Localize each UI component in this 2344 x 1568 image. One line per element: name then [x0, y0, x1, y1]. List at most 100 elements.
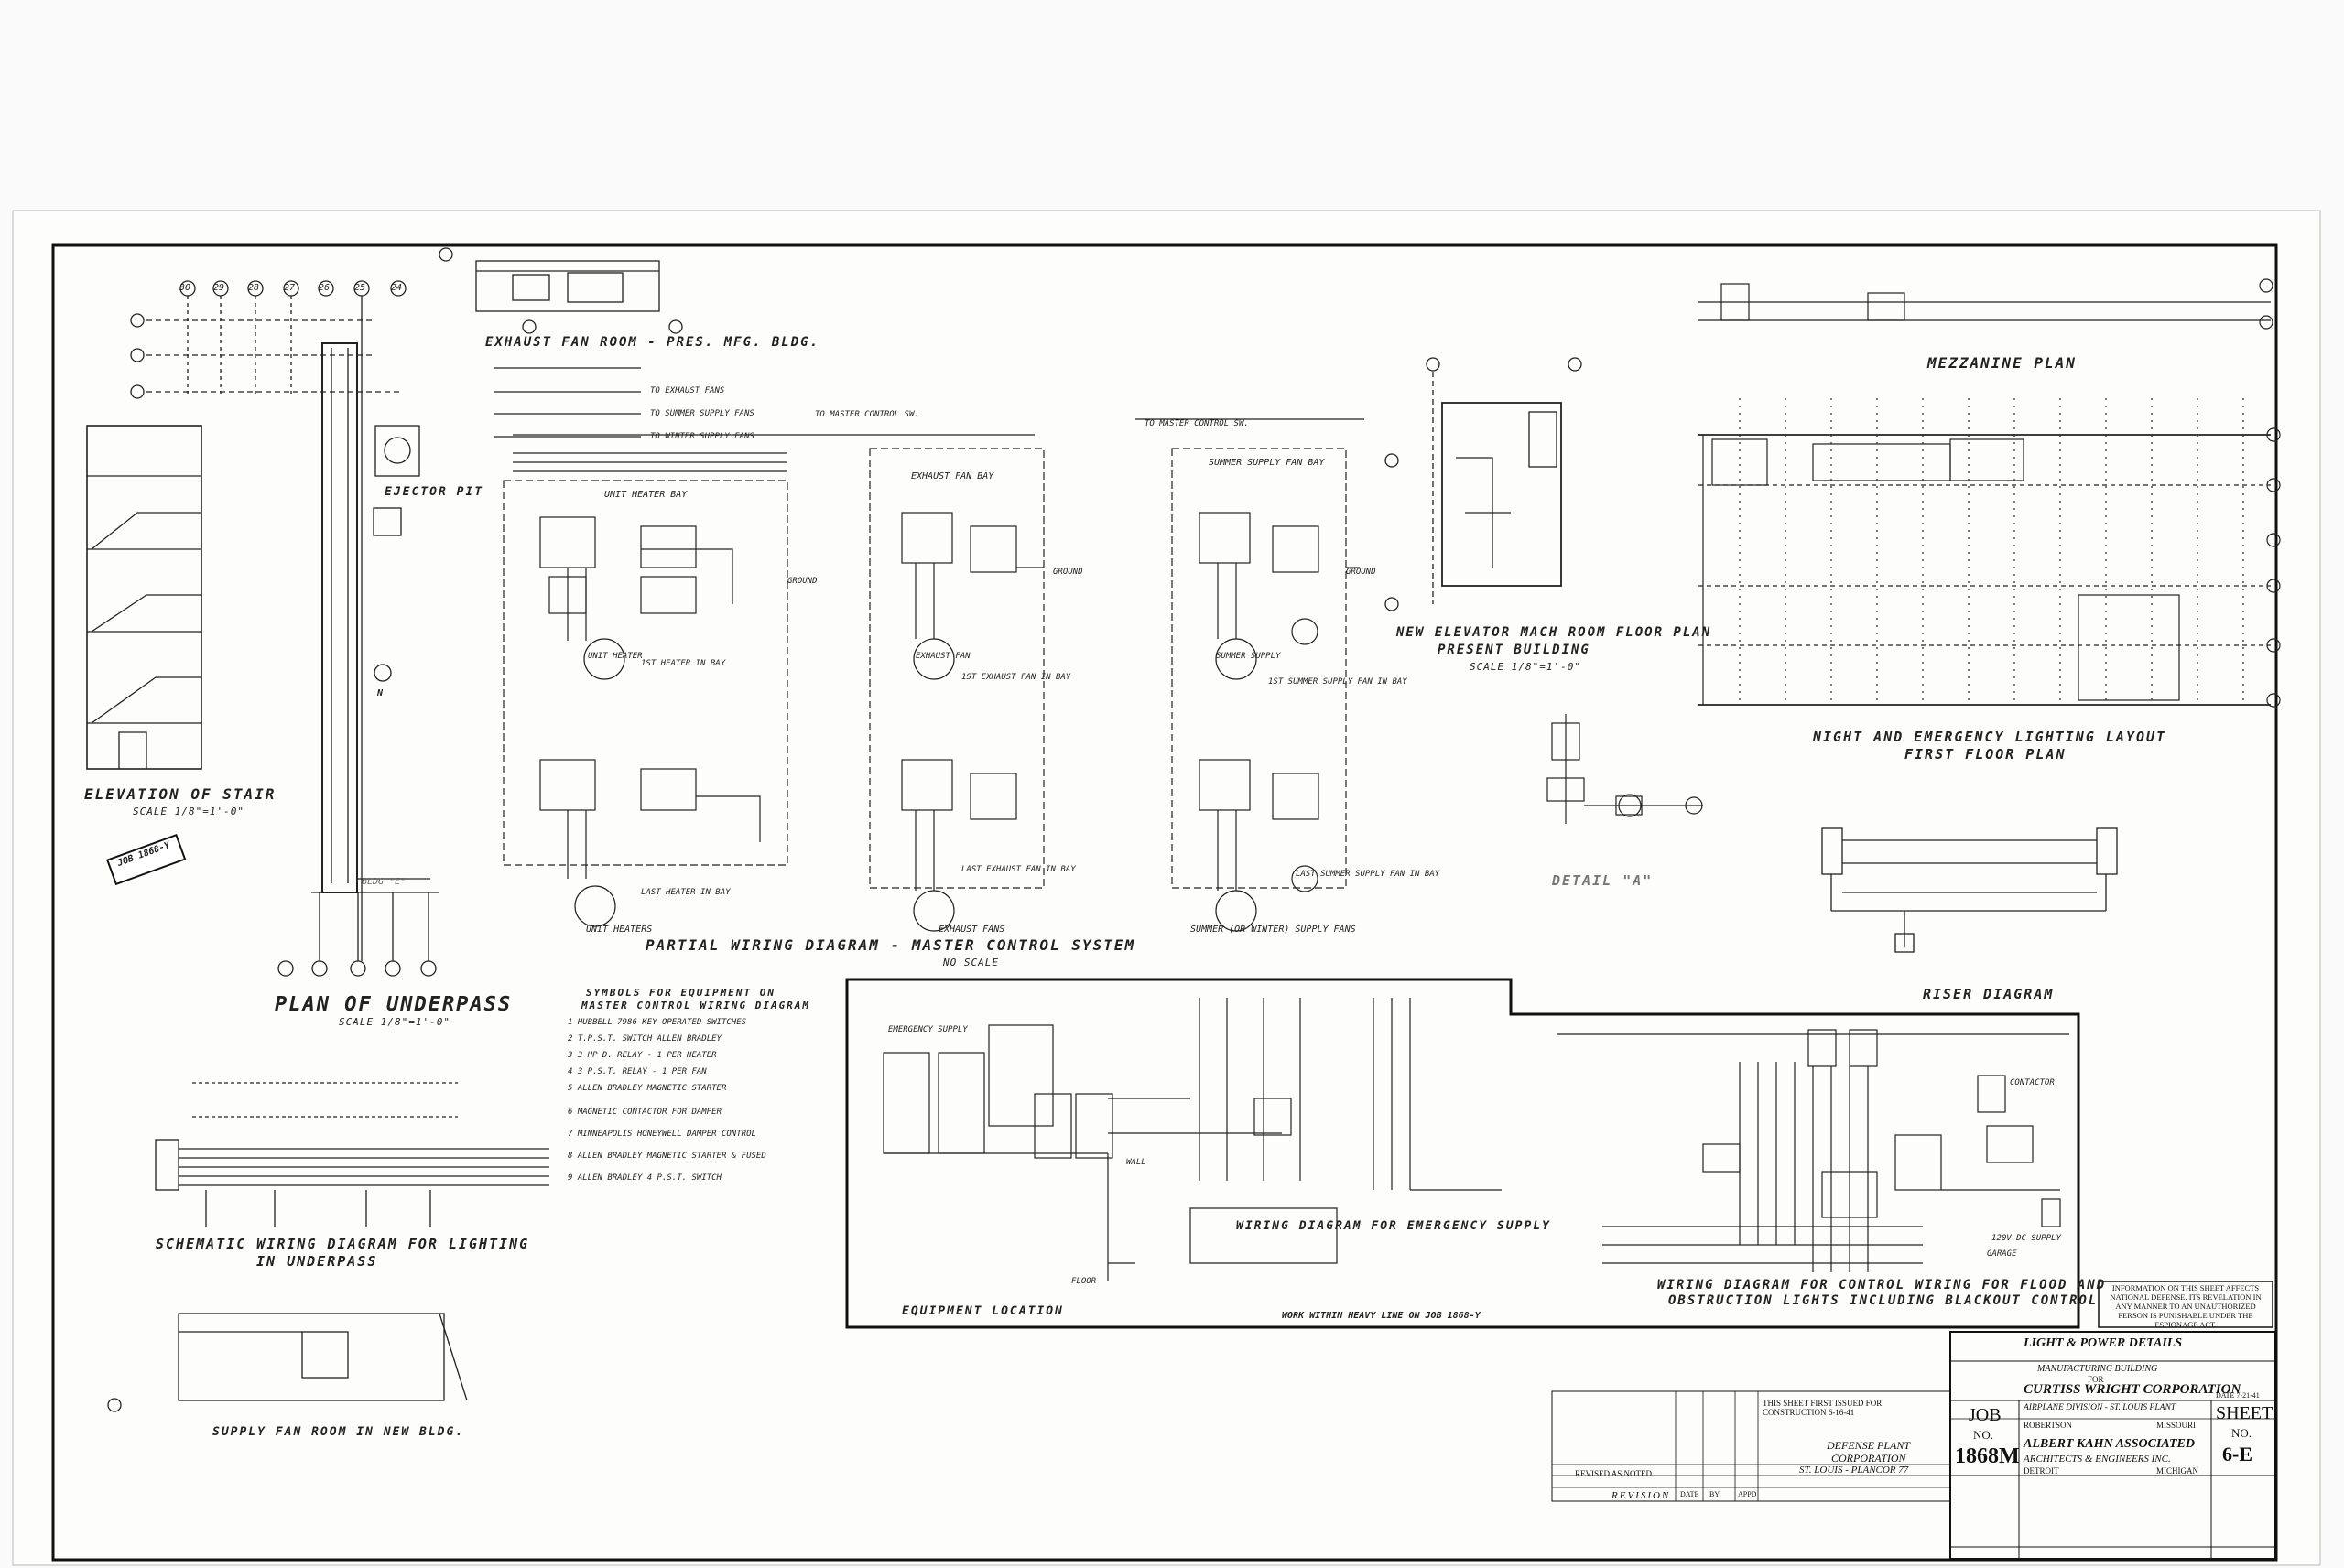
- schematic-title-line2: IN UNDERPASS: [256, 1253, 378, 1270]
- mezzanine-plan-title: MEZZANINE PLAN: [1927, 354, 2077, 372]
- revision-label: REVISION: [1612, 1490, 1671, 1501]
- sheet-label: SHEET: [2216, 1403, 2273, 1423]
- symbol-item-5: 5 ALLEN BRADLEY MAGNETIC STARTER: [568, 1084, 727, 1093]
- contactor-label: CONTACTOR: [2010, 1078, 2055, 1087]
- defense-line2: CORPORATION: [1831, 1452, 1906, 1465]
- supply-fan-room-plan: [107, 1313, 468, 1412]
- last-summer-label: LAST SUMMER SUPPLY FAN IN BAY: [1296, 870, 1440, 879]
- unit-heater-bay-label: UNIT HEATER BAY: [604, 490, 688, 500]
- state-name: MISSOURI: [2156, 1421, 2197, 1430]
- revision-by-label: BY: [1709, 1490, 1720, 1498]
- symbol-item-6: 6 MAGNETIC CONTACTOR FOR DAMPER: [568, 1108, 722, 1117]
- equipment-location-title: EQUIPMENT LOCATION: [902, 1304, 1064, 1318]
- city-name: ROBERTSON: [2024, 1421, 2072, 1430]
- national-defense-notice: INFORMATION ON THIS SHEET AFFECTS NATION…: [2110, 1283, 2262, 1329]
- to-winter-supply-label: TO WINTER SUPPLY FANS: [650, 432, 754, 441]
- last-exhaust-label: LAST EXHAUST FAN IN BAY: [961, 865, 1076, 874]
- for-label: FOR: [2088, 1375, 2104, 1384]
- schematic-underpass-lighting: [155, 1082, 549, 1227]
- night-emergency-lighting-plan: [1698, 278, 2281, 708]
- sheet-border: [51, 243, 2278, 1562]
- to-summer-supply-label: TO SUMMER SUPPLY FANS: [650, 409, 754, 418]
- floor-label: FLOOR: [1071, 1277, 1097, 1286]
- flood-obstruction-wiring: [1557, 1029, 2069, 1272]
- summer-supply-fan-bay-label: SUMMER SUPPLY FAN BAY: [1209, 458, 1325, 468]
- symbols-title-line1: SYMBOLS FOR EQUIPMENT ON: [586, 987, 776, 999]
- plan-of-underpass-scale: SCALE 1/8"=1'-0": [339, 1016, 450, 1028]
- emergency-supply-label: EMERGENCY SUPPLY: [888, 1025, 968, 1034]
- to-master-control-label-2: TO MASTER CONTROL SW.: [1145, 419, 1249, 428]
- symbol-item-2: 2 T.P.S.T. SWITCH ALLEN BRADLEY: [568, 1034, 722, 1044]
- plan-of-underpass-title: PLAN OF UNDERPASS: [275, 993, 513, 1016]
- notice-box: [2098, 1281, 2273, 1328]
- exhaust-fan-room-plan: [439, 247, 683, 334]
- grid-tag-25: 25: [354, 283, 366, 293]
- first-exhaust-label: 1ST EXHAUST FAN IN BAY: [961, 673, 1071, 682]
- schematic-title-line1: SCHEMATIC WIRING DIAGRAM FOR LIGHTING: [156, 1236, 530, 1252]
- detail-a: [1546, 714, 1703, 824]
- motor-tag-exhaust-fan: EXHAUST FAN: [916, 652, 971, 661]
- architect-state: MICHIGAN: [2156, 1466, 2198, 1476]
- revision-date-label: DATE: [1680, 1490, 1699, 1498]
- night-emergency-title-line1: NIGHT AND EMERGENCY LIGHTING LAYOUT: [1813, 729, 2167, 745]
- to-exhaust-fans-label: TO EXHAUST FANS: [650, 386, 725, 395]
- title-block: [1551, 1331, 2276, 1560]
- flood-title-line2: OBSTRUCTION LIGHTS INCLUDING BLACKOUT CO…: [1668, 1293, 2099, 1308]
- exhaust-fan-bay-label: EXHAUST FAN BAY: [911, 471, 994, 481]
- sheet-number: 6-E: [2222, 1443, 2252, 1465]
- wiring-emergency-title: WIRING DIAGRAM FOR EMERGENCY SUPPLY: [1236, 1219, 1551, 1233]
- bldg-label: BLDG "E": [362, 877, 407, 887]
- architect-line2: ARCHITECTS & ENGINEERS INC.: [2024, 1454, 2171, 1465]
- grid-tag-28: 28: [248, 283, 260, 293]
- defense-line3: ST. LOUIS - PLANCOR 77: [1799, 1465, 1909, 1476]
- symbol-item-3: 3 3 HP D. RELAY - 1 PER HEATER: [568, 1051, 717, 1060]
- ground-label-1: GROUND: [787, 577, 818, 586]
- division-name: AIRPLANE DIVISION - ST. LOUIS PLANT: [2024, 1403, 2176, 1412]
- symbol-item-9: 9 ALLEN BRADLEY 4 P.S.T. SWITCH: [568, 1173, 722, 1183]
- flood-title-line1: WIRING DIAGRAM FOR CONTROL WIRING FOR FL…: [1657, 1278, 2107, 1292]
- company-name: CURTISS WRIGHT CORPORATION: [2024, 1382, 2241, 1397]
- date-label: DATE 7-21-41: [2216, 1391, 2260, 1400]
- grid-tag-24: 24: [391, 283, 403, 293]
- symbols-title-line2: MASTER CONTROL WIRING DIAGRAM: [581, 1000, 811, 1011]
- grid-tag-26: 26: [319, 283, 331, 293]
- to-master-control-label-1: TO MASTER CONTROL SW.: [815, 410, 919, 419]
- sheet-no-label: NO.: [2231, 1426, 2252, 1440]
- revision-appd-label: APPD: [1738, 1490, 1757, 1498]
- symbol-item-4: 4 3 P.S.T. RELAY - 1 PER FAN: [568, 1067, 707, 1076]
- motor-tag-summer-supply: SUMMER SUPPLY: [1216, 652, 1281, 661]
- wall-label: WALL: [1126, 1158, 1146, 1167]
- sheet-title: LIGHT & POWER DETAILS: [2024, 1336, 2183, 1350]
- last-heater-label: LAST HEATER IN BAY: [641, 888, 731, 897]
- grid-tag-29: 29: [213, 283, 225, 293]
- job-stamp: [106, 833, 187, 886]
- partial-wiring-scale: NO SCALE: [943, 957, 999, 968]
- summer-supply-fans-label: SUMMER (OR WINTER) SUPPLY FANS: [1190, 925, 1356, 935]
- ejector-pit-title: EJECTOR PIT: [385, 485, 484, 499]
- riser-diagram-title: RISER DIAGRAM: [1923, 986, 2055, 1002]
- architect-city: DETROIT: [2024, 1466, 2059, 1476]
- detail-a-title: DETAIL "A": [1552, 872, 1654, 889]
- night-emergency-title-line2: FIRST FLOOR PLAN: [1904, 746, 2067, 762]
- symbol-item-7: 7 MINNEAPOLIS HONEYWELL DAMPER CONTROL: [568, 1130, 756, 1139]
- grid-bubbles: [130, 280, 437, 977]
- elevator-mach-room-plan: [1384, 357, 1582, 611]
- north-arrow-label: N: [377, 688, 384, 698]
- symbol-item-1: 1 HUBBELL 7986 KEY OPERATED SWITCHES: [568, 1018, 747, 1027]
- riser-diagram: [1821, 827, 2118, 953]
- motor-tag-unit-heater: UNIT HEATER: [588, 652, 643, 661]
- symbol-item-8: 8 ALLEN BRADLEY MAGNETIC STARTER & FUSED: [568, 1152, 766, 1161]
- grid-tag-30: 30: [179, 283, 191, 293]
- exhaust-fans-label: EXHAUST FANS: [939, 925, 1005, 935]
- building-name: MANUFACTURING BUILDING: [2037, 1364, 2158, 1374]
- job-number: 1868M: [1955, 1444, 2020, 1468]
- elevator-title-line2: PRESENT BUILDING: [1438, 643, 1590, 657]
- first-heater-label: 1ST HEATER IN BAY: [641, 659, 726, 668]
- supply-fan-room-title: SUPPLY FAN ROOM IN NEW BLDG.: [212, 1425, 465, 1439]
- emergency-supply-wiring: [883, 998, 1502, 1281]
- first-issued-note: THIS SHEET FIRST ISSUED FOR CONSTRUCTION…: [1763, 1399, 1883, 1417]
- elevation-of-stair-title: ELEVATION OF STAIR: [84, 785, 277, 803]
- unit-heaters-label: UNIT HEATERS: [586, 925, 653, 935]
- garage-label: GARAGE: [1987, 1249, 2017, 1259]
